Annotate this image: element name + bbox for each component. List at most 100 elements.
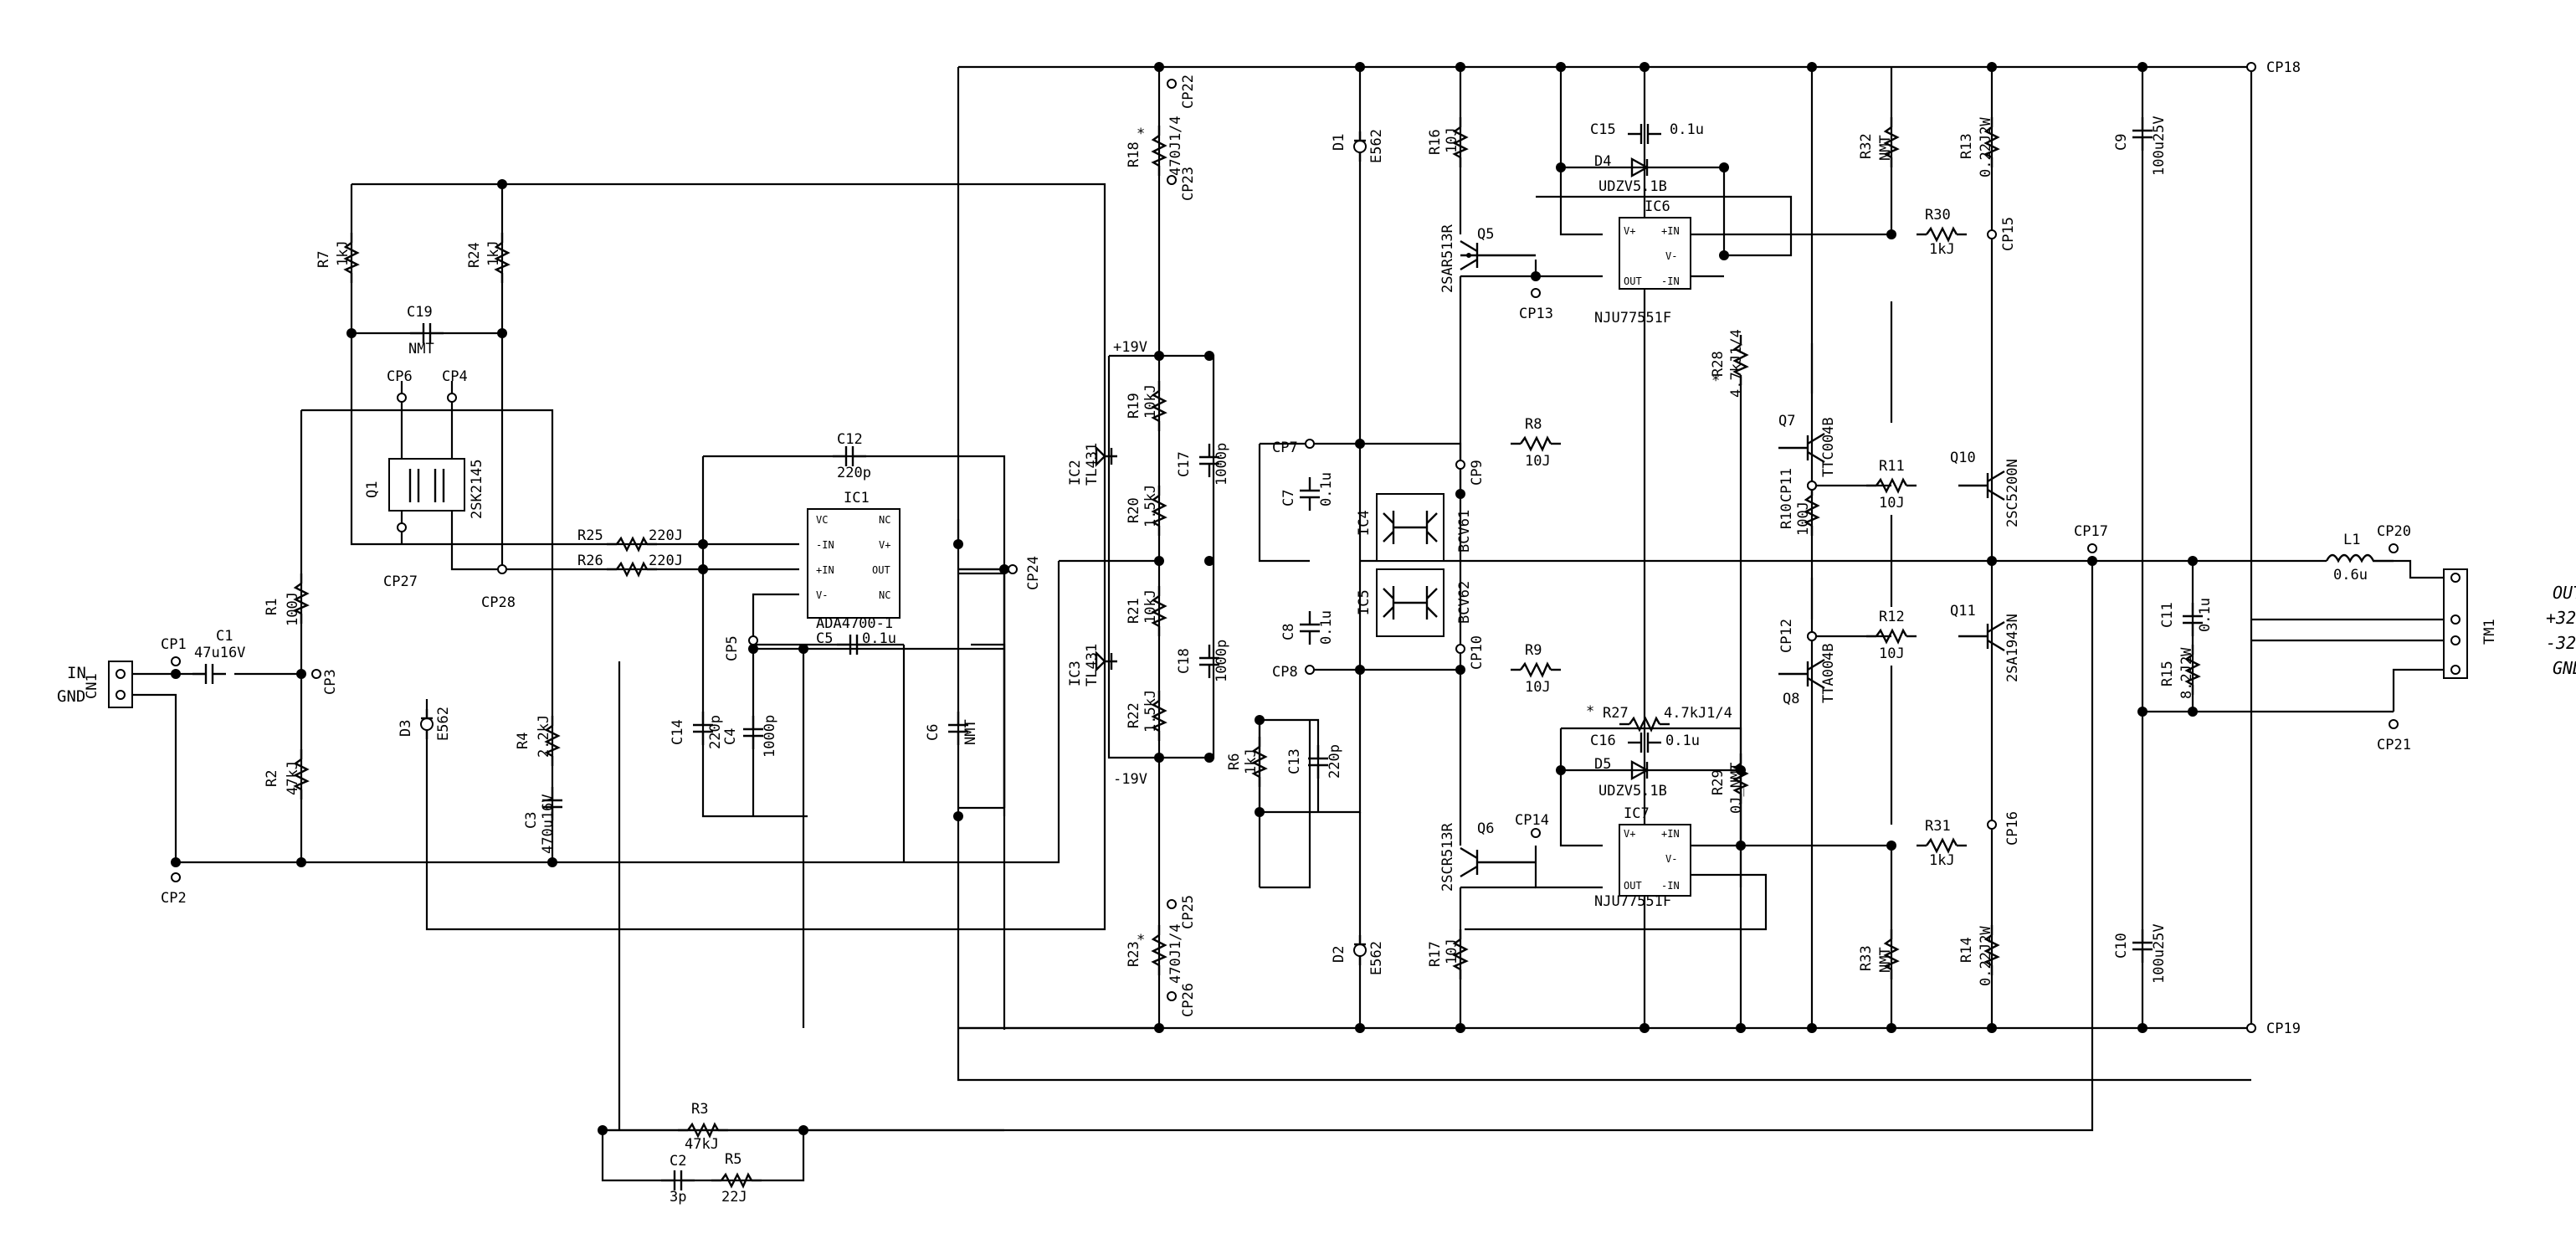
testpoint-cp7-label: CP7 (1272, 440, 1298, 456)
resistor-r32-ref: R32 (1858, 133, 1875, 159)
q7-bjt: Q7 TTC004B (1778, 413, 1837, 477)
diode-d5 (1630, 759, 1650, 781)
ic3-shunt-regulator: IC3 TL431 (1067, 644, 1117, 686)
q10-ref: Q10 (1950, 450, 1976, 466)
diode-d4-value: UDZV5.1B (1598, 178, 1667, 195)
capacitor-c9-value: 100u25V (2151, 116, 2168, 176)
ic7-pin-out: OUT (1624, 880, 1642, 892)
l1-inductor: L1 0.6u (2325, 532, 2394, 584)
resistor-r12-ref: R12 (1879, 609, 1905, 625)
capacitor-c5-ref: C5 (816, 630, 833, 647)
capacitor-c7 (1298, 476, 1321, 512)
resistor-r27-ref: R27 (1603, 705, 1629, 722)
capacitor-c16-value: 0.1u (1665, 733, 1700, 749)
testpoint-cp19-label: CP19 (2266, 1021, 2301, 1037)
resistor-r26-value: 220J (649, 553, 683, 569)
diode-d5-ref: D5 (1594, 756, 1611, 773)
resistor-r22-ref: R22 (1126, 702, 1142, 728)
capacitor-c6-ref: C6 (925, 724, 942, 741)
testpoint-cp26-label: CP26 (1180, 983, 1197, 1017)
resistor-r7-value: 1kJ (335, 240, 352, 266)
resistor-r22-value: 1.5kJ (1142, 690, 1159, 733)
testpoint-cp17-label: CP17 (2074, 523, 2108, 540)
resistor-r30-value: 1kJ (1929, 241, 1955, 258)
resistor-r11-value: 10J (1879, 495, 1905, 512)
testpoint-cp21 (2389, 719, 2399, 729)
capacitor-c14-ref: C14 (670, 719, 686, 745)
testpoint-cp1-label: CP1 (161, 636, 187, 653)
ic1-pin-vplus: V+ (879, 539, 890, 551)
resistor-r10-value: 100J (1795, 501, 1812, 536)
ic7-pin-vplus: V+ (1624, 828, 1635, 840)
testpoint-cp24-label: CP24 (1025, 556, 1042, 590)
tm1-pin-plus32: +32V (2546, 608, 2576, 628)
star-mark-4: * (1586, 703, 1594, 720)
capacitor-c17-ref: C17 (1176, 451, 1193, 477)
ic4-current-mirror: IC4 BCV61 (1356, 493, 1473, 562)
resistor-r1-value: 100J (285, 592, 301, 626)
testpoint-cp18 (2246, 62, 2256, 72)
ic1-pin-plus-in: +IN (816, 564, 834, 576)
ic6-pin-out: OUT (1624, 275, 1642, 287)
tm1-ref: TM1 (2481, 619, 2498, 645)
q5-ref: Q5 (1477, 226, 1494, 243)
cn1-pin-gnd: GND (57, 687, 85, 706)
resistor-r21-ref: R21 (1126, 598, 1142, 624)
l1-ref: L1 (2343, 532, 2360, 548)
capacitor-c16-ref: C16 (1590, 733, 1616, 749)
capacitor-c8 (1298, 609, 1321, 646)
q7-value: TTC004B (1820, 417, 1837, 477)
ic6-pin-plus-in: +IN (1661, 225, 1680, 237)
resistor-r26-ref: R26 (577, 553, 603, 569)
testpoint-cp3 (311, 669, 321, 679)
resistor-r29-ref: R29 (1710, 769, 1727, 795)
resistor-r23-ref: R23 (1126, 941, 1142, 967)
resistor-r14-ref: R14 (1958, 937, 1975, 963)
resistor-r8 (1509, 436, 1563, 451)
testpoint-cp11 (1807, 481, 1817, 491)
resistor-r17-ref: R17 (1427, 941, 1444, 967)
q7-ref: Q7 (1778, 413, 1795, 429)
resistor-r6-value: 1kJ (1243, 748, 1260, 774)
resistor-r25-ref: R25 (577, 527, 603, 544)
capacitor-c8-value: 0.1u (1318, 610, 1335, 645)
ic6-pin-minus-in: -IN (1661, 275, 1680, 287)
resistor-r31-value: 1kJ (1929, 852, 1955, 869)
ic3-value: TL431 (1084, 644, 1101, 686)
testpoint-cp18-label: CP18 (2266, 59, 2301, 76)
tm1-pin-out: OUT (2553, 583, 2576, 603)
resistor-r32-value: NMT (1877, 135, 1894, 161)
ic2-ref: IC2 (1067, 460, 1084, 486)
resistor-r18-ref: R18 (1126, 141, 1142, 167)
resistor-r19-ref: R19 (1126, 393, 1142, 419)
ic7-opamp: IC7 NJU77551F V+ OUT +IN V- -IN (1594, 805, 1691, 910)
capacitor-c4-value: 1000p (762, 715, 778, 758)
testpoint-cp26 (1167, 991, 1177, 1001)
tm1-pin-minus32: -32V (2546, 633, 2576, 653)
diode-d1-ref: D1 (1331, 134, 1347, 151)
ic7-value: NJU77551F (1594, 893, 1671, 910)
resistor-r8-value: 10J (1525, 453, 1551, 470)
capacitor-c8-ref: C8 (1280, 624, 1297, 640)
q11-bjt: Q11 2SA1943N (1950, 603, 2021, 682)
resistor-r31 (1915, 838, 1968, 853)
testpoint-cp28 (497, 564, 507, 574)
resistor-r28-value: 4.7kJ1/4 (1728, 329, 1745, 398)
ic1-ref: IC1 (844, 490, 870, 506)
resistor-r10-ref: R10 (1778, 503, 1795, 529)
diode-d2 (1352, 933, 1368, 967)
testpoint-cp23 (1167, 175, 1177, 185)
star-mark-2: * (1137, 932, 1145, 949)
rail-minus-19v: -19V (1113, 771, 1147, 788)
resistor-r16-ref: R16 (1427, 129, 1444, 155)
testpoint-cp16-label: CP16 (2004, 811, 2021, 846)
diode-d1-value: E562 (1368, 129, 1385, 163)
cn1-pin-in: IN (67, 664, 86, 682)
capacitor-c10-value: 100u25V (2151, 923, 2168, 984)
resistor-r28-ref: R28 (1710, 351, 1727, 377)
capacitor-c15-value: 0.1u (1670, 121, 1704, 138)
capacitor-c2-value: 3p (670, 1189, 686, 1206)
testpoint-cp7 (1305, 439, 1315, 449)
q5-value: 2SAR513R (1439, 224, 1456, 293)
